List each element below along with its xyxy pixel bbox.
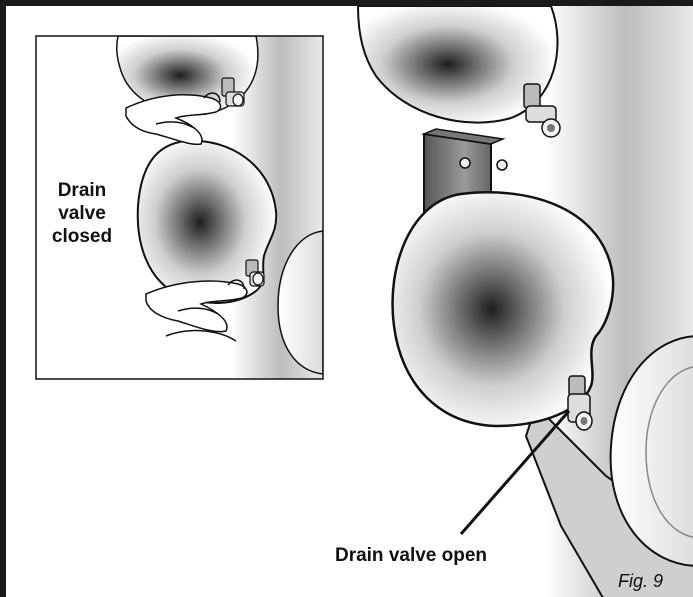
figure-caption: Fig. 9	[618, 571, 663, 592]
closed-label-line: valve	[46, 202, 118, 225]
drain-valve-open-label: Drain valve open	[306, 544, 516, 567]
closed-label-line: closed	[46, 225, 118, 248]
bolt	[460, 158, 470, 168]
closed-label-line: Drain	[46, 179, 118, 202]
main-view	[358, 6, 693, 597]
bolt	[497, 160, 507, 170]
drain-valve-closed-label: Drain valve closed	[46, 179, 118, 248]
illustration	[6, 6, 693, 597]
